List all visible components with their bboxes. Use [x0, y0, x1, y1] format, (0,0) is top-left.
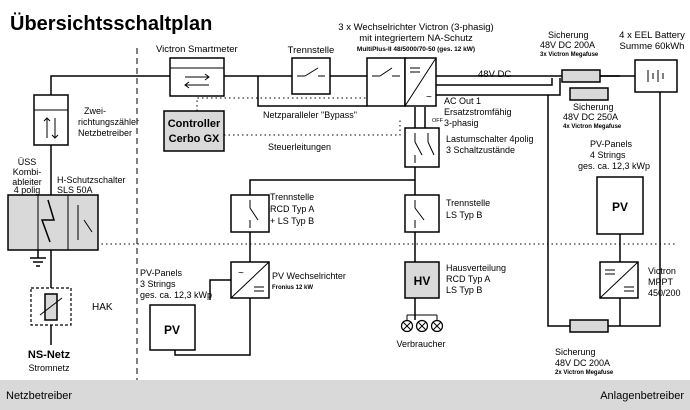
ac-out-label-2: Ersatzstromfähig: [444, 107, 512, 117]
hv-label-3: LS Typ B: [446, 285, 482, 295]
control-lines-label: Steuerleitungen: [268, 142, 331, 152]
surge-arrester-and-main-switch: [7, 194, 99, 251]
pv-inverter: ~: [230, 261, 270, 299]
disconnector-top: [291, 57, 331, 95]
ground-icon: [30, 257, 46, 267]
disconnector-top-label: Trennstelle: [288, 45, 335, 56]
battery-label-1: 4 x EEL Battery: [619, 30, 685, 41]
victron-inverter: ~: [366, 57, 437, 107]
bidirectional-meter: [33, 94, 69, 146]
consumer-lamps: [400, 314, 444, 333]
mppt-label-1: Victron: [648, 266, 676, 276]
pv-inverter-label-2: Fronius 12 kW: [272, 285, 313, 291]
page-title: Übersichtsschaltplan: [10, 12, 212, 35]
off-label: OFF: [432, 118, 444, 124]
load-transfer-switch: [404, 127, 440, 168]
disconnector-ls: [404, 194, 440, 233]
pv-left-label-2: 3 Strings: [140, 279, 176, 289]
fuse-bottom-label-1: Sicherung: [555, 347, 596, 357]
fuse-top: [561, 69, 601, 83]
pv-inverter-label-1: PV Wechselrichter: [272, 271, 346, 281]
pv-right-label-1: PV-Panels: [590, 139, 633, 149]
pv-right-panel: PV: [596, 176, 644, 235]
uess-label-4: 4 polig: [14, 185, 41, 195]
pv-right-label-3: ges. ca. 12,3 kWp: [578, 161, 650, 171]
main-switch-label-1: H-Schutzschalter: [57, 175, 126, 185]
uess-label-1: ÜSS: [18, 157, 37, 167]
fuse-top-label-3: 3x Victron Megafuse: [540, 52, 599, 58]
dc-voltage-label: 48V DC: [478, 69, 511, 80]
fuse-mid-label-2: 48V DC 250A: [563, 112, 618, 122]
footer-band: [0, 380, 690, 410]
mppt-label-3: 450/200: [648, 288, 681, 298]
inverter-label-3: MultiPlus-II 48/5000/70-50 (ges. 12 kW): [357, 46, 475, 53]
consumer-label: Verbraucher: [396, 339, 445, 349]
pv-left-label-1: PV-Panels: [140, 268, 183, 278]
fuse-bottom: [569, 319, 609, 333]
ac-wiring: [50, 75, 426, 345]
ls-label-2: LS Typ B: [446, 210, 482, 220]
controller-box: Controller Cerbo GX: [163, 110, 225, 152]
distribution-board: HV: [404, 261, 440, 299]
rcd-label-2: RCD Typ A: [270, 204, 314, 214]
fuse-mid: [569, 87, 609, 101]
svg-text:~: ~: [238, 268, 244, 279]
controller-label-2: Cerbo GX: [169, 133, 220, 145]
pv-left-wiring: [174, 279, 251, 356]
meter-label-3: Netzbetreiber: [78, 128, 132, 138]
pv-right-box-label: PV: [612, 200, 628, 214]
hak-fuse: [30, 287, 72, 326]
hv-label-1: Hausverteilung: [446, 263, 506, 273]
ac-out-label-1: AC Out 1: [444, 96, 481, 106]
transfer-switch-label-2: 3 Schaltzustände: [446, 145, 515, 155]
fuse-top-label-1: Sicherung: [548, 30, 589, 40]
uess-label-3: ableiter: [12, 177, 42, 187]
battery-label-2: Summe 60kWh: [620, 41, 685, 52]
inverter-label-1: 3 x Wechselrichter Victron (3-phasig): [338, 22, 493, 33]
hv-label-2: RCD Typ A: [446, 274, 490, 284]
uess-label-2: Kombi-: [13, 167, 42, 177]
fuse-mid-label-3: 4x Victron Megafuse: [563, 124, 622, 130]
grid-sub-label: Stromnetz: [28, 363, 70, 373]
pv-right-label-2: 4 Strings: [590, 150, 626, 160]
fuse-bottom-label-3: 2x Victron Megafuse: [555, 370, 614, 376]
ac-out-label-3: 3-phasig: [444, 118, 479, 128]
footer-right-label: Anlagenbetreiber: [600, 390, 684, 402]
footer-left-label: Netzbetreiber: [6, 390, 72, 402]
bypass-label: Netzparalleler "Bypass": [263, 110, 357, 120]
transfer-switch-label-1: Lastumschalter 4polig: [446, 134, 534, 144]
smartmeter-label: Victron Smartmeter: [156, 44, 238, 55]
grid-label: NS-Netz: [28, 349, 71, 361]
main-switch-label-2: SLS 50A: [57, 185, 93, 195]
control-lines: [25, 97, 675, 245]
dc-wiring: [436, 75, 661, 327]
hak-label: HAK: [92, 302, 113, 313]
inverter-label-2: mit integriertem NA-Schutz: [359, 33, 473, 44]
pv-left-box-label: PV: [164, 323, 180, 337]
ls-label-1: Trennstelle: [446, 198, 490, 208]
mppt-charger: [599, 261, 639, 299]
rcd-label-3: + LS Typ B: [270, 216, 314, 226]
hv-box-label: HV: [414, 274, 431, 288]
rcd-label-1: Trennstelle: [270, 192, 314, 202]
fuse-mid-label-1: Sicherung: [573, 102, 614, 112]
fuse-top-label-2: 48V DC 200A: [540, 40, 595, 50]
disconnector-rcd: [230, 194, 270, 233]
pv-left-panel: PV: [149, 304, 196, 351]
controller-label-1: Controller: [168, 118, 221, 130]
smartmeter-box: [169, 57, 225, 97]
battery-icon: [634, 59, 678, 93]
svg-text:~: ~: [426, 92, 432, 103]
pv-left-label-3: ges. ca. 12,3 kWp: [140, 290, 212, 300]
fuse-bottom-label-2: 48V DC 200A: [555, 358, 610, 368]
meter-label-2: richtungszähler: [78, 117, 139, 127]
meter-label-1: Zwei-: [84, 106, 106, 116]
mppt-label-2: MPPT: [648, 277, 674, 287]
